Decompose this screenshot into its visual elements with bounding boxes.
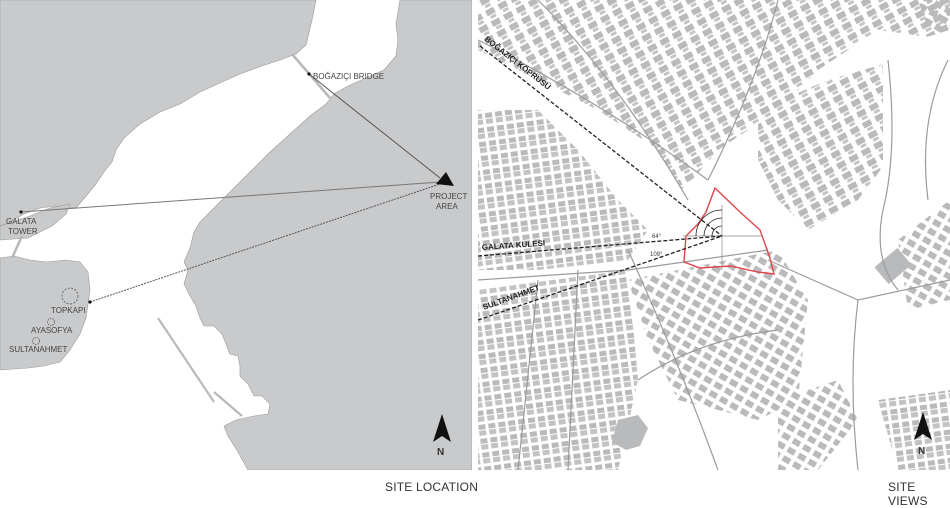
sultanahmet-label: SULTANAHMET: [9, 345, 67, 354]
galata-peninsula-land: [0, 203, 71, 241]
ayasofya-label: AYASOFYA: [31, 326, 73, 335]
site-views-caption: SITE VIEWS: [888, 480, 928, 508]
angle-label-109: 109°: [650, 252, 663, 258]
galata-label-1: GALATA: [6, 217, 37, 226]
site-location-svg: BOĞAZIÇI BRIDGE PROJECT AREA GALATA TOWE…: [0, 0, 472, 470]
site-views-svg: BOĞAZIÇI KÖPRÜSÜ GALATA KULESI SULTANAHM…: [478, 0, 950, 470]
angle-label-64: 64°: [652, 234, 662, 240]
historic-peninsula-land: [0, 255, 91, 371]
galata-marker: [19, 210, 23, 214]
lake-shape: [612, 415, 648, 450]
bridge-marker: [307, 72, 311, 76]
north-label: N: [918, 446, 925, 457]
ayasofya-circle-icon: [47, 318, 55, 326]
sightline-bridge: [308, 73, 441, 179]
north-label: N: [437, 447, 444, 458]
site-location-map: BOĞAZIÇI BRIDGE PROJECT AREA GALATA TOWE…: [0, 0, 472, 470]
topkapi-circle-icon: [61, 287, 79, 305]
building-fabric: [478, 0, 950, 470]
road-network: [478, 0, 950, 470]
north-arrow-icon: [433, 414, 451, 442]
project-label-1: PROJECT: [430, 192, 467, 201]
large-building: [874, 247, 912, 285]
view-arc-1: [695, 209, 723, 237]
project-area-marker-icon: [436, 172, 454, 186]
site-views-map: BOĞAZIÇI KÖPRÜSÜ GALATA KULESI SULTANAHM…: [478, 0, 950, 470]
view-arc-2: [703, 217, 723, 237]
sultanahmet-circle-icon: [32, 337, 40, 345]
site-location-caption: SITE LOCATION: [385, 480, 479, 494]
north-arrow-icon: [914, 412, 932, 440]
open-space-east: [883, 30, 950, 230]
galata-bridge: [10, 235, 24, 259]
view-line-sultanahmet: [478, 235, 723, 321]
bridge-label: BOĞAZIÇI BRIDGE: [313, 72, 384, 81]
galata-view-label: GALATA KULESI: [482, 239, 546, 252]
breakwater-1: [157, 317, 215, 403]
breakwater-2: [213, 391, 243, 417]
topkapi-label: TOPKAPI: [51, 306, 86, 315]
asian-shore-land: [183, 0, 472, 470]
galata-label-2: TOWER: [8, 227, 38, 236]
project-site-boundary: [683, 186, 775, 275]
view-line-bridge: [479, 45, 723, 237]
sightline-topkapi: [89, 183, 441, 303]
view-arc-3: [711, 225, 723, 237]
view-line-galata: [478, 235, 723, 257]
topkapi-marker: [88, 300, 92, 304]
sightline-galata: [20, 181, 441, 213]
project-label-2: AREA: [436, 202, 458, 211]
